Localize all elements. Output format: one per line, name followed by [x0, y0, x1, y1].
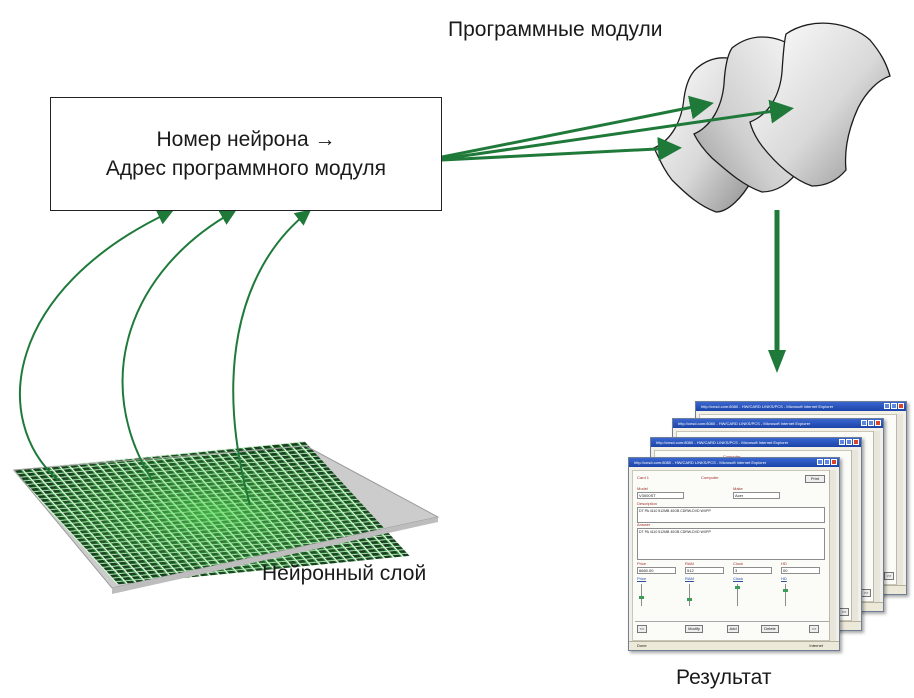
window-title: http://cnsd.com:8080 - HW/CARD LINKS/PCS…: [656, 440, 789, 445]
minimize-icon: [861, 420, 867, 426]
card-label: Card 1: [637, 475, 650, 480]
neural-layer-grid: [12, 441, 440, 594]
close-icon: [831, 459, 837, 465]
modify-button: Modify: [685, 625, 703, 633]
clock-slider: [735, 584, 740, 606]
hd-slider-label: HD: [781, 576, 787, 581]
answer-label: Answer: [637, 522, 651, 527]
prev-button: <<: [637, 625, 647, 633]
hd-label: HD: [781, 561, 787, 566]
box-to-modules-arrows: [441, 95, 794, 162]
scrollbar: [873, 431, 880, 602]
status-right: Internet: [809, 643, 823, 648]
answer-area: DT PA 4110 512MB 40GB CDRW-DVD WXPP: [637, 528, 825, 560]
minimize-icon: [884, 403, 890, 409]
next-button: >>: [809, 625, 819, 633]
mapping-box-line-2: Адрес программного модуля: [105, 157, 387, 180]
ram-slider: [687, 584, 692, 606]
clock-field: 3: [733, 567, 772, 574]
close-icon: [898, 403, 904, 409]
price-label: Price: [637, 561, 647, 566]
description-area: DT PA 4110 512MB 40GB CDRW-DVD WXPP: [637, 507, 825, 523]
price-slider-label: Price: [637, 576, 647, 581]
window-title: http://cnsd.com:8080 - HW/CARD LINKS/PCS…: [678, 421, 811, 426]
maximize-icon: [824, 459, 830, 465]
company-label: Computer: [723, 454, 741, 459]
company-label: Computer: [701, 475, 719, 480]
ram-field: 512: [685, 567, 724, 574]
result-label: Результат: [676, 666, 772, 689]
ram-label: RAM: [685, 561, 694, 566]
minimize-icon: [817, 459, 823, 465]
window-title: http://cnsd.com:8080 - HW/CARD LINKS/PCS…: [634, 460, 767, 465]
model-field: V3000ST: [637, 492, 684, 499]
window-title: http://cnsd.com:8080 - HW/CARD LINKS/PCS…: [701, 404, 834, 409]
model-label: Model: [637, 486, 648, 491]
scrollbar: [851, 450, 858, 621]
close-icon: [853, 439, 859, 445]
hd-field: 00: [781, 567, 820, 574]
module-arrow-2: [441, 99, 794, 161]
neuron-arrow-1: [19, 209, 174, 481]
make-label: Make: [733, 486, 743, 491]
close-icon: [875, 420, 881, 426]
maximize-icon: [891, 403, 897, 409]
make-field: Acer: [733, 492, 780, 499]
neuron-to-module-mapping-box: Номер нейрона → Адрес программного модул…: [50, 97, 442, 211]
maximize-icon: [846, 439, 852, 445]
next-button: >>: [884, 572, 894, 580]
add-button: Add: [727, 625, 739, 633]
module-arrow-3: [441, 136, 682, 162]
description-label: Description: [637, 501, 658, 506]
status-bar: Done Internet: [629, 641, 839, 650]
hd-slider: [783, 584, 788, 606]
clock-slider-label: Clock: [733, 576, 744, 581]
modules-to-result-arrow: [768, 210, 786, 373]
print-button: Print: [805, 475, 825, 483]
neuron-arrow-3: [232, 209, 312, 506]
neural-layer-label: Нейронный слой: [262, 562, 427, 585]
price-slider: [639, 584, 644, 606]
program-modules-title: Программные модули: [448, 18, 663, 41]
scrollbar: [829, 470, 836, 641]
ram-slider-label: RAM: [685, 576, 694, 581]
delete-button: Delete: [761, 625, 779, 633]
clock-label: Clock: [733, 561, 744, 566]
mapping-box-line-1: Номер нейрона →: [156, 128, 336, 151]
scrollbar: [896, 414, 903, 585]
neuron-arrow-2: [121, 210, 237, 481]
program-modules-sheets: [653, 22, 891, 213]
status-left: Done: [637, 643, 647, 648]
next-button: >>: [861, 589, 871, 597]
maximize-icon: [868, 420, 874, 426]
price-field: 6660.00: [637, 567, 676, 574]
minimize-icon: [839, 439, 845, 445]
next-button: >>: [839, 608, 849, 616]
neuron-to-box-arrows: [19, 209, 312, 506]
result-window-front: http://cnsd.com:8080 - HW/CARD LINKS/PCS…: [628, 457, 840, 651]
module-arrow-1: [441, 95, 714, 159]
